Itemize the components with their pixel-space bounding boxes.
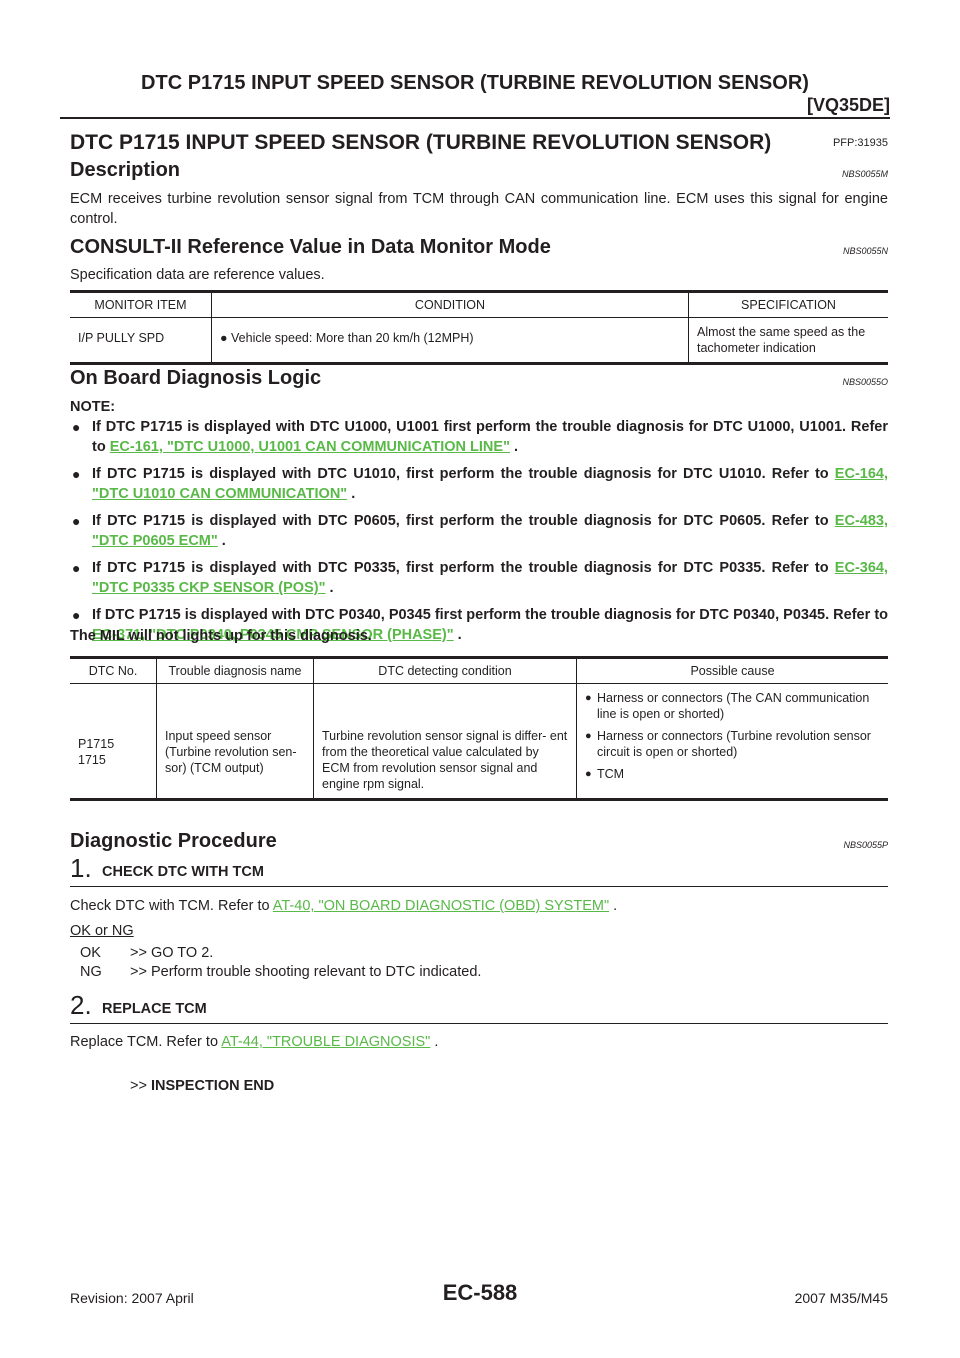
link-ec-371[interactable]: EC-371, "DTC P0340, P0345 CMP SENSOR (PH… <box>92 627 454 643</box>
link-ec-164[interactable]: EC-164, "DTC U1010 CAN COMMUNICATION" <box>92 466 888 502</box>
condition-cell: ● Vehicle speed: More than 20 km/h (12MP… <box>211 317 689 365</box>
col-condition: CONDITION <box>211 290 689 318</box>
step-2-title: REPLACE TCM <box>102 1001 207 1017</box>
step-1-number: 1. <box>70 853 92 883</box>
table-row: I/P PULLY SPD ● Vehicle speed: More than… <box>70 317 888 365</box>
note-label: NOTE: <box>70 399 116 415</box>
list-item: ●TCM <box>585 767 625 781</box>
consult-note: Specification data are reference values. <box>70 267 325 283</box>
step-1-text: Check DTC with TCM. Refer to AT-40, "ON … <box>70 898 618 914</box>
obd-heading: On Board Diagnosis Logic <box>70 367 322 389</box>
link-at-44[interactable]: AT-44, "TROUBLE DIAGNOSIS" <box>221 1034 431 1050</box>
list-item: ●If DTC P1715 is displayed with DTC U100… <box>72 419 888 455</box>
col-trouble-name: Trouble diagnosis name <box>156 656 314 684</box>
obd-code: NBS0055O <box>842 377 888 387</box>
page-header-title: DTC P1715 INPUT SPEED SENSOR (TURBINE RE… <box>141 72 809 94</box>
link-ec-483[interactable]: EC-483, "DTC P0605 ECM" <box>92 513 888 549</box>
list-item: ●If DTC P1715 is displayed with DTC U101… <box>72 466 888 502</box>
step-1-title: CHECK DTC WITH TCM <box>102 864 264 880</box>
link-at-40[interactable]: AT-40, "ON BOARD DIAGNOSTIC (OBD) SYSTEM… <box>272 898 610 914</box>
step-2-number: 2. <box>70 990 92 1020</box>
footer-page-number: EC-588 <box>442 1280 518 1305</box>
specification-cell: Almost the same speed as the tachometer … <box>688 317 888 365</box>
bullet-icon: ● <box>220 331 232 345</box>
description-text: ECM receives turbine revolution sensor s… <box>70 191 888 227</box>
bullet-icon: ● <box>585 730 592 742</box>
consult-heading: CONSULT-II Reference Value in Data Monit… <box>70 236 551 258</box>
part-number: PFP:31935 <box>832 137 888 149</box>
ng-line: NG>> Perform trouble shooting relevant t… <box>80 964 482 980</box>
link-ec-364[interactable]: EC-364, "DTC P0335 CKP SENSOR (POS)" <box>92 560 888 596</box>
mil-text: The MIL will not lights up for this diag… <box>70 628 372 644</box>
list-item: ●Harness or connectors (Turbine revoluti… <box>585 729 871 759</box>
col-specification: SPECIFICATION <box>688 290 888 318</box>
bullet-icon: ● <box>585 692 592 704</box>
list-item: ●Harness or connectors (The CAN communic… <box>585 691 870 721</box>
list-item: ●If DTC P1715 is displayed with DTC P060… <box>72 513 888 549</box>
col-detecting-condition: DTC detecting condition <box>313 656 577 684</box>
consult-code: NBS0055N <box>842 246 888 256</box>
ok-line: OK>> GO TO 2. <box>80 945 214 961</box>
col-possible-cause: Possible cause <box>576 656 888 684</box>
list-item: ●If DTC P1715 is displayed with DTC P034… <box>72 607 888 643</box>
ok-ng-label: OK or NG <box>70 923 134 939</box>
list-item: ●If DTC P1715 is displayed with DTC P033… <box>72 560 888 596</box>
step-2-header: 2. REPLACE TCM <box>70 990 888 1024</box>
description-heading: Description <box>70 159 181 181</box>
procedure-code: NBS0055P <box>843 840 888 850</box>
bullet-icon: ● <box>585 768 592 780</box>
inspection-end: >> INSPECTION END <box>130 1078 275 1094</box>
col-monitor-item: MONITOR ITEM <box>70 290 212 318</box>
step-1-header: 1. CHECK DTC WITH TCM <box>70 853 888 887</box>
header-rule <box>60 117 890 119</box>
trouble-name-cell: Input speed sensor (Turbine revolution s… <box>156 683 314 801</box>
note-list: ●If DTC P1715 is displayed with DTC U100… <box>70 417 888 652</box>
consult-table: MONITOR ITEM CONDITION SPECIFICATION I/P… <box>70 290 888 365</box>
link-ec-161[interactable]: EC-161, "DTC U1000, U1001 CAN COMMUNICAT… <box>109 439 510 455</box>
bullet-icon: ● <box>72 513 81 529</box>
section-title: DTC P1715 INPUT SPEED SENSOR (TURBINE RE… <box>70 131 772 154</box>
page-header-subtitle: [VQ35DE] <box>806 95 890 115</box>
dtc-table: DTC No. Trouble diagnosis name DTC detec… <box>70 656 888 801</box>
col-dtc-no: DTC No. <box>70 656 157 684</box>
detecting-condition-cell: Turbine revolution sensor signal is diff… <box>313 683 577 801</box>
footer-model: 2007 M35/M45 <box>794 1290 888 1306</box>
possible-cause-cell: ●Harness or connectors (The CAN communic… <box>576 683 888 801</box>
procedure-heading: Diagnostic Procedure <box>70 830 277 852</box>
bullet-icon: ● <box>72 607 81 623</box>
description-code: NBS0055M <box>841 169 888 179</box>
bullet-icon: ● <box>72 560 81 576</box>
bullet-icon: ● <box>72 419 81 435</box>
step-2-text: Replace TCM. Refer to AT-44, "TROUBLE DI… <box>70 1034 439 1050</box>
footer-revision: Revision: 2007 April <box>70 1290 194 1306</box>
bullet-icon: ● <box>72 466 81 482</box>
monitor-item-cell: I/P PULLY SPD <box>70 317 212 365</box>
